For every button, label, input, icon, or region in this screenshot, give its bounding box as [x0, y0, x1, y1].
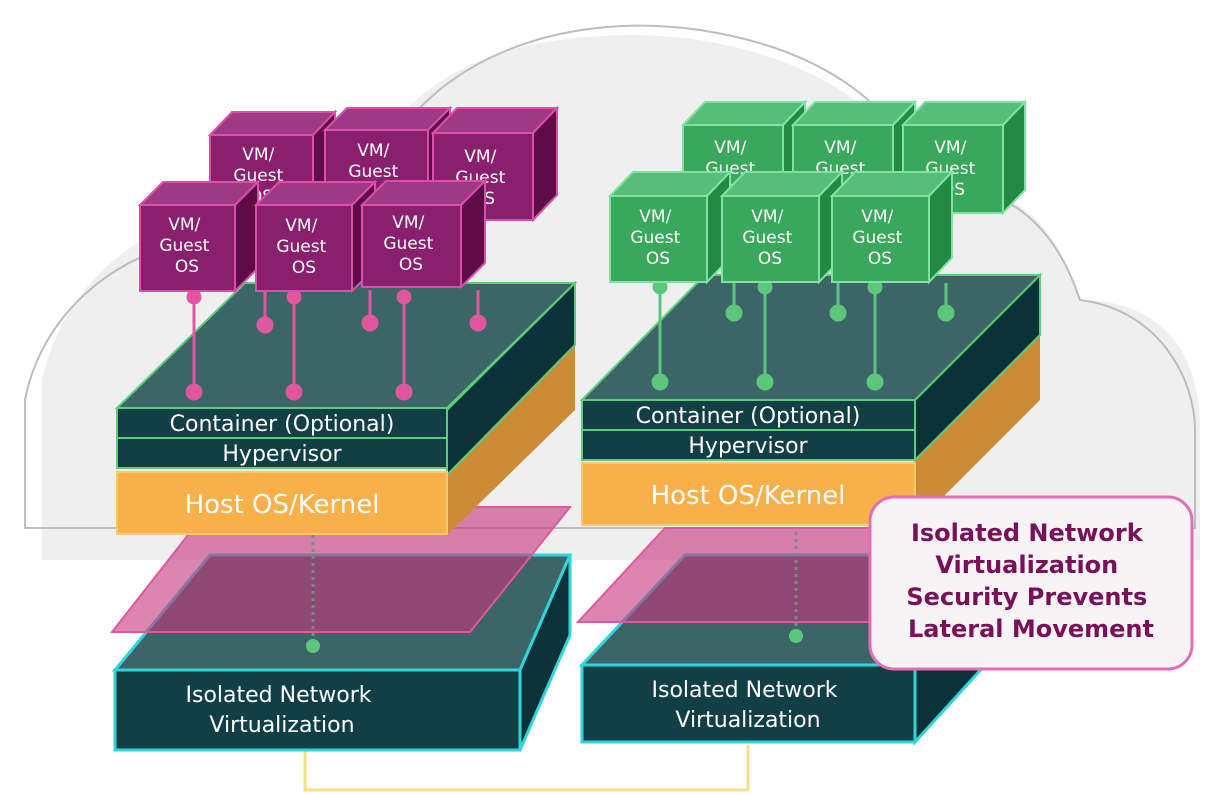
- vm-cube: VM/ Guest OS: [829, 169, 955, 285]
- right-network-label-line1: Isolated Network: [652, 678, 838, 703]
- right-host-layer: [581, 462, 916, 526]
- right-hypervisor-label: Hypervisor: [688, 434, 808, 459]
- right-pins: [651, 279, 955, 391]
- right-container-label: Container (Optional): [636, 404, 861, 429]
- callout-text: Isolated Network Virtualization Security…: [906, 519, 1155, 643]
- left-hypervisor-label: Hypervisor: [222, 442, 342, 467]
- security-callout: Isolated Network Virtualization Security…: [868, 495, 1194, 671]
- vm-cube: VM/ Guest OS: [719, 169, 845, 285]
- network-link: [303, 745, 750, 792]
- left-vm-group: VM/ Guest OS VM/ Guest OS: [137, 105, 560, 294]
- left-host-layer: [116, 471, 448, 535]
- left-network-label-line1: Isolated Network: [186, 683, 372, 708]
- vm-cube: VM/ Guest OS: [137, 179, 261, 294]
- left-network-node: [306, 639, 320, 653]
- right-network-label: Isolated Network Virtualization: [652, 678, 845, 733]
- left-stack: Container (Optional) Hypervisor Host OS/…: [109, 105, 578, 752]
- left-network-label-line2: Virtualization: [209, 713, 354, 738]
- svg-text:VM/ Guest: VM/ Guest OS: [630, 207, 685, 269]
- left-host-label: Host OS/Kernel: [185, 490, 380, 520]
- vm-cube: VM/ Guest OS: [359, 178, 488, 290]
- right-network-node: [789, 629, 803, 643]
- callout-line1: Isolated Network: [911, 519, 1144, 547]
- svg-text:VM/ Guest: VM/ Guest OS: [383, 213, 438, 275]
- right-hypervisor-layer: [581, 429, 916, 461]
- vm-cube: VM/ Guest OS: [607, 169, 733, 285]
- right-vm-group: VM/ Guest OS VM/ Guest OS: [607, 99, 1028, 285]
- callout-line3: Security Prevents: [906, 583, 1147, 611]
- callout-line2: Virtualization: [935, 551, 1118, 579]
- left-network-label: Isolated Network Virtualization: [186, 683, 379, 738]
- svg-text:VM/ Guest: VM/ Guest OS: [742, 207, 797, 269]
- left-container-label: Container (Optional): [170, 412, 395, 437]
- right-host-label: Host OS/Kernel: [651, 481, 846, 511]
- callout-line4: Lateral Movement: [908, 615, 1154, 643]
- svg-text:VM/ Guest: VM/ Guest OS: [852, 207, 907, 269]
- vm-cube: VM/ Guest OS: [253, 179, 378, 294]
- svg-text:VM/ Guest: VM/ Guest OS: [159, 215, 214, 277]
- right-network-label-line2: Virtualization: [675, 708, 820, 733]
- left-pins: [185, 289, 487, 401]
- left-hypervisor-layer: [116, 437, 448, 469]
- svg-text:VM/ Guest: VM/ Guest OS: [276, 216, 331, 278]
